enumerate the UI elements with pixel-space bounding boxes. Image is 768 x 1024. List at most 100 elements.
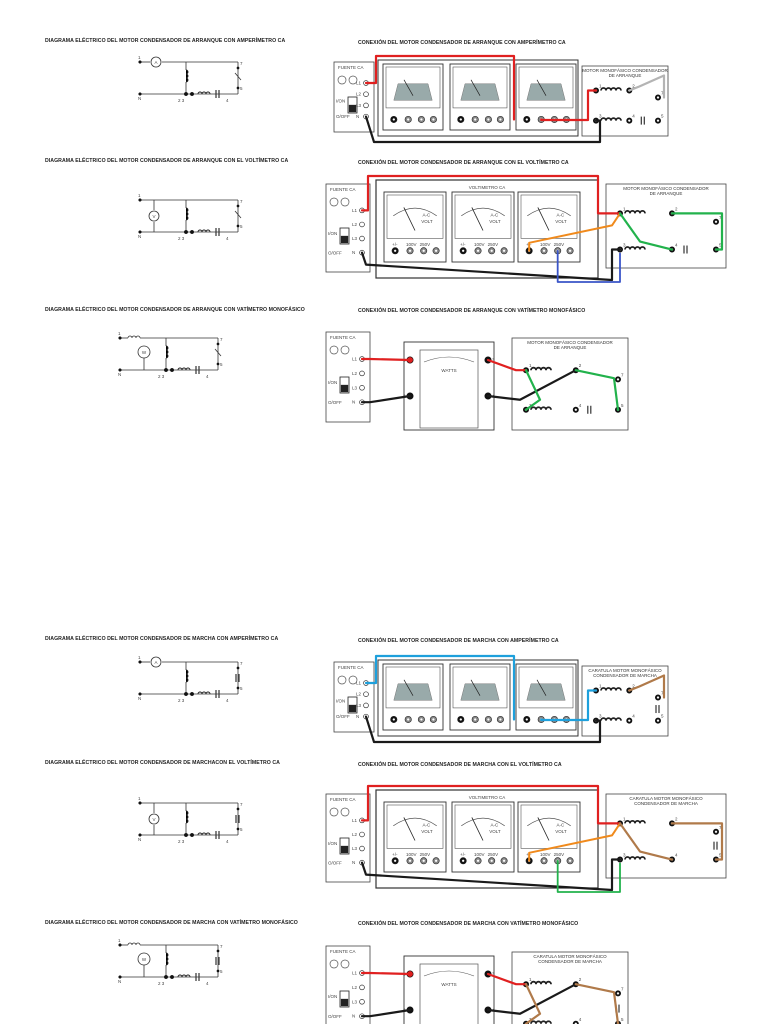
neutral-wire: [364, 115, 602, 144]
motor-panel: [581, 665, 669, 737]
meter-range-label: 100V: [540, 242, 551, 247]
supply-terminal-label: N: [352, 1014, 355, 1019]
terminal-numbers: 5: [220, 362, 223, 367]
main-winding: [165, 345, 169, 359]
meter-terminal-hole: [407, 718, 410, 721]
motor-panel: [605, 793, 727, 879]
node: [216, 949, 220, 953]
node: [189, 833, 194, 838]
meter-needle: [403, 679, 414, 696]
motor-terminal-7: 7: [655, 91, 664, 101]
supply-terminal-label: L1: [356, 81, 362, 86]
meter-range-label: +/-: [392, 242, 398, 247]
diagram-title-5: DIAGRAMA ELÉCTRICO DEL MOTOR CONDENSADOR…: [45, 760, 280, 766]
meter-range-label: 250V: [488, 852, 499, 857]
node: [138, 60, 142, 64]
meter-2-3: [449, 663, 511, 731]
meter-terminal-hole: [432, 118, 435, 121]
auxiliary-winding-coil: [600, 117, 622, 121]
wires-1: [360, 174, 724, 283]
terminal-label: 2: [632, 84, 635, 89]
meter-terminal-hole: [476, 859, 480, 862]
node: [138, 92, 142, 96]
terminal-hole: [616, 378, 620, 381]
meter-needle: [403, 79, 414, 96]
line-wire: [360, 784, 622, 825]
supply-title: FUENTE CA: [338, 665, 364, 670]
terminal-label: 5: [719, 243, 722, 248]
ammeter-symbol: [150, 656, 162, 668]
terminal-numbers: 7: [240, 199, 243, 204]
node: [138, 692, 142, 696]
terminal-numbers: 2 3: [178, 236, 185, 241]
supply-switch-lever: [340, 998, 349, 1007]
node: [189, 91, 194, 96]
node: [138, 198, 142, 202]
voltmeter-symbol: [148, 813, 160, 825]
supply-indicator: [337, 675, 347, 685]
meter-unit: VOLT: [421, 219, 433, 224]
meter-2-0: [449, 63, 511, 131]
auxiliary-winding-coil: [600, 717, 622, 721]
auxiliary-winding-coil: [624, 246, 646, 250]
neutral-wire: [360, 394, 412, 404]
jumper-wire: [670, 212, 724, 251]
line-wire: [540, 689, 598, 722]
terminal-label: 2: [579, 363, 582, 368]
node: [138, 801, 142, 805]
jumper-wire: [618, 822, 674, 861]
meter-terminal-hole: [568, 249, 572, 252]
supply-indicator: [340, 959, 350, 969]
wattmeter-terminal-label: 3: [492, 358, 495, 363]
capacitor-symbol: [195, 973, 200, 981]
terminal-hole: [574, 408, 577, 411]
supply-title: FUENTE CA: [330, 335, 356, 340]
terminal-numbers: 7: [220, 337, 223, 342]
node: [118, 368, 122, 372]
terminal-label: 5: [661, 114, 664, 119]
meter-needle: [536, 679, 547, 696]
terminal-label: 4: [579, 1017, 582, 1022]
start-capacitor: [587, 405, 592, 414]
supply-terminal-label: L3: [352, 236, 358, 241]
supply-on-label: I/ON: [336, 99, 345, 104]
supply-terminal-label: L2: [352, 832, 358, 837]
node: [236, 666, 240, 670]
meter-terminal-hole: [490, 859, 493, 862]
terminal-numbers: 7: [240, 61, 243, 66]
meter-range-label: 250V: [554, 242, 565, 247]
motor-title-line: CARATULA MOTOR MONOFÁSICO: [629, 795, 703, 801]
motor-terminal-7: 7: [615, 372, 624, 383]
meter-terminal-hole: [394, 859, 397, 862]
meter-scale: [526, 83, 566, 101]
terminal-label: 1: [599, 84, 602, 89]
wires-4: [360, 784, 724, 893]
supply-indicator: [340, 807, 350, 817]
supply-switch-lever: [340, 235, 349, 244]
motor-panel: [511, 337, 629, 431]
meter-needle: [471, 817, 484, 841]
supply-terminal-label: L3: [356, 703, 362, 708]
terminal-label: 1: [529, 977, 532, 982]
meter-unit: A-C: [490, 213, 499, 218]
meter-unit: A-C: [422, 213, 431, 218]
meter-unit: VOLT: [555, 829, 567, 834]
auxiliary-winding-coil: [624, 856, 646, 860]
meter-panel-title: VOLTIMETRO CA: [469, 185, 505, 190]
terminal-hole: [656, 119, 660, 122]
wattmeter-scale: [423, 970, 475, 977]
supply-terminal: [363, 702, 369, 709]
node: [236, 204, 240, 208]
meter-needle: [537, 817, 550, 841]
wattmeter-label: W: [142, 350, 147, 355]
node-label: 1: [138, 796, 141, 801]
motor-terminal-4: 4: [626, 714, 635, 724]
capacitor-symbol: [215, 90, 220, 98]
terminal-label: 1: [599, 684, 602, 689]
voltmeter-label: V: [152, 817, 155, 822]
connection-title-3: CONEXIÓN DEL MOTOR CONDENSADOR DE ARRANQ…: [358, 308, 586, 314]
supply-indicator: [329, 197, 339, 207]
supply-terminal: [359, 984, 365, 991]
